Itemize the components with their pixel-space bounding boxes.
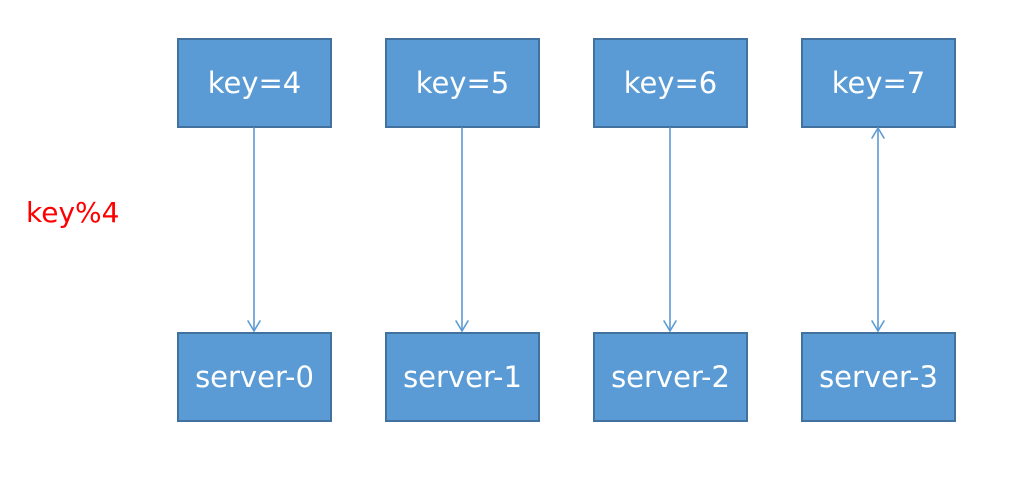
modulo-label: key%4	[26, 196, 120, 229]
key-box-7: key=7	[801, 38, 956, 128]
server-box-1: server-1	[385, 332, 540, 422]
server-box-2: server-2	[593, 332, 748, 422]
arrowhead-down-3	[871, 320, 885, 332]
key-box-5: key=5	[385, 38, 540, 128]
server-box-3: server-3	[801, 332, 956, 422]
server-box-0: server-0	[177, 332, 332, 422]
key-box-4: key=4	[177, 38, 332, 128]
arrowhead-down-0	[247, 320, 261, 332]
arrowhead-up-3	[871, 127, 885, 139]
key-box-6: key=6	[593, 38, 748, 128]
arrowhead-down-2	[663, 320, 677, 332]
arrowhead-down-1	[455, 320, 469, 332]
